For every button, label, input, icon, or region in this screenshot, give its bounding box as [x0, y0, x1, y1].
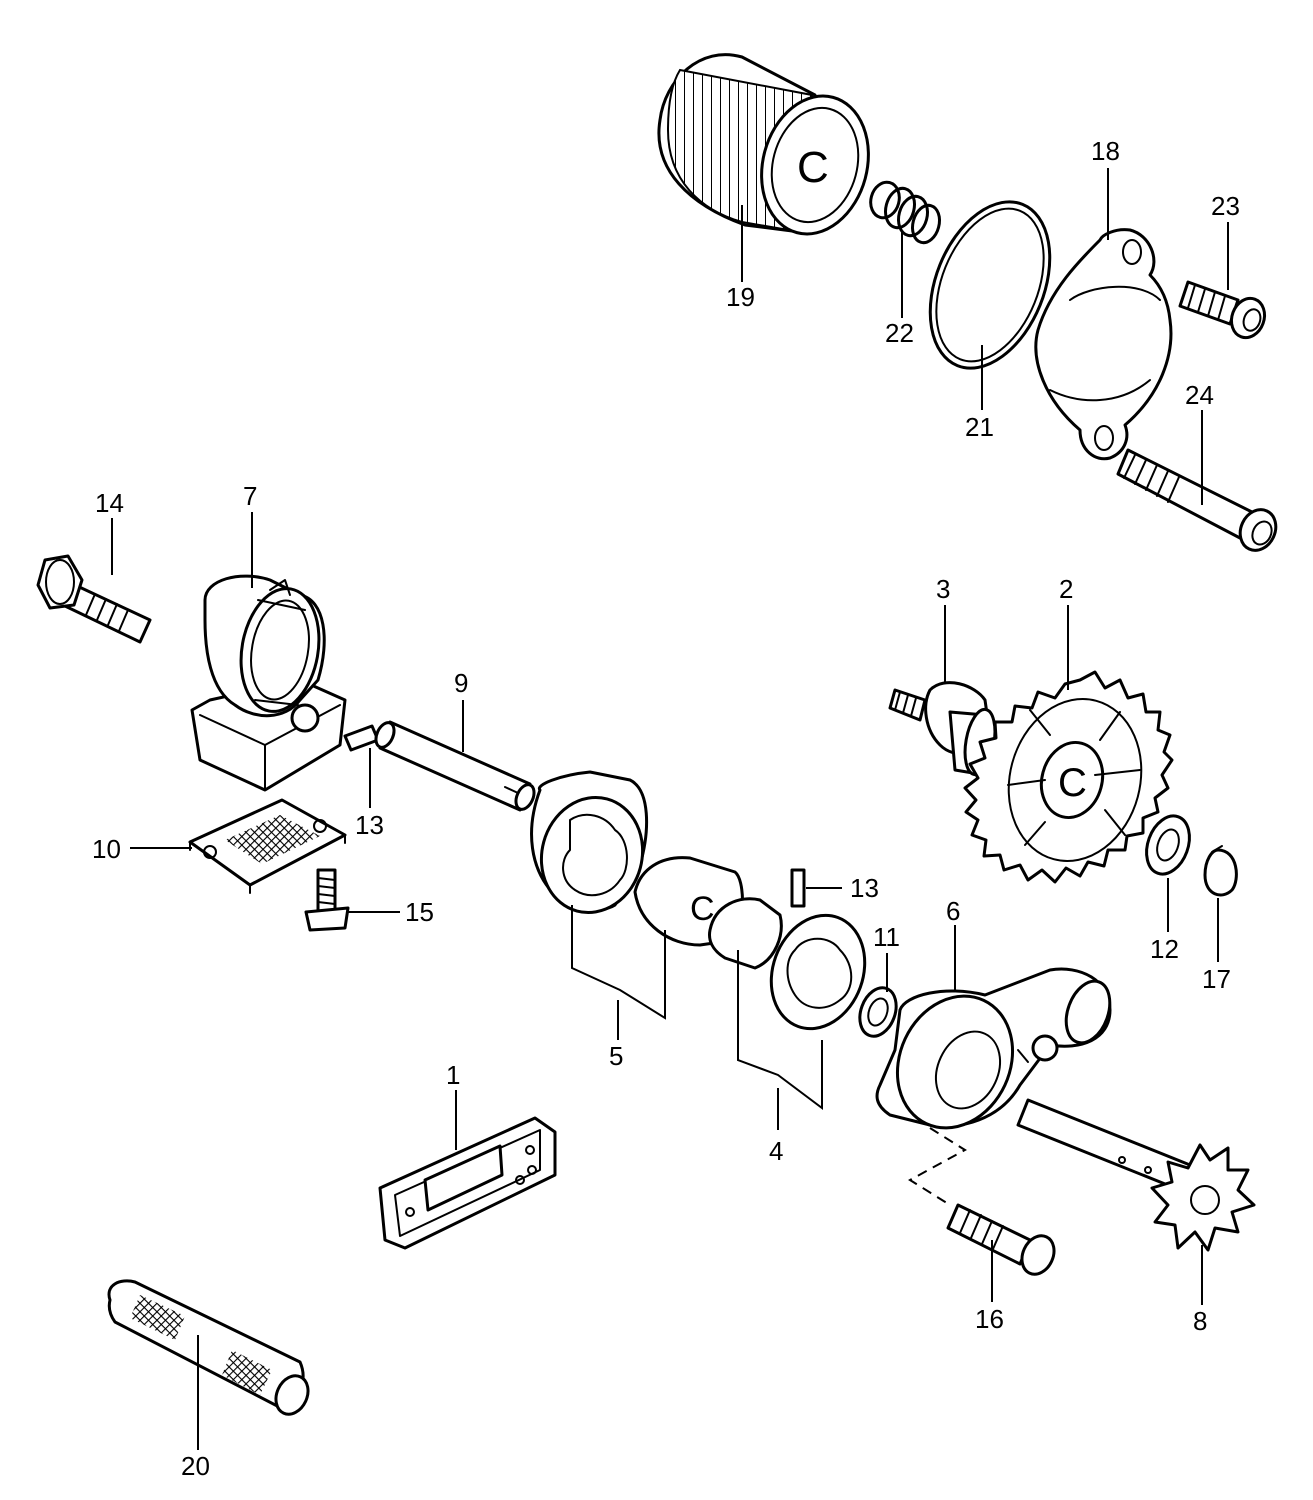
callout-21: 21 — [965, 412, 994, 442]
callout-7: 7 — [243, 481, 257, 511]
strainer-housing — [190, 574, 347, 792]
dowel-pin-right — [790, 868, 806, 908]
callout-11: 11 — [873, 922, 900, 952]
pump-rotor-set-4 — [708, 897, 867, 1031]
callout-24: 24 — [1185, 380, 1214, 410]
callout-15: 15 — [405, 897, 434, 927]
callout-2: 2 — [1059, 574, 1073, 604]
pump-drive-gear — [1016, 1098, 1256, 1252]
callout-22: 22 — [885, 318, 914, 348]
pump-shaft — [374, 720, 536, 812]
pump-body — [875, 967, 1112, 1130]
callout-13-right: 13 — [850, 873, 879, 903]
bracket-4 — [737, 950, 823, 1110]
callout-4: 4 — [769, 1136, 783, 1166]
filter-cover — [1034, 228, 1173, 461]
rotor-letter: C — [690, 890, 715, 928]
callout-19: 19 — [726, 282, 755, 312]
flange-bolt-15 — [304, 868, 350, 932]
flange-bolt-14 — [36, 554, 152, 644]
callout-6: 6 — [946, 896, 960, 926]
pump-driven-gear: C — [963, 670, 1174, 884]
gear-hub-letter: C — [1058, 761, 1087, 805]
cover-bolt-short — [1178, 280, 1267, 340]
callout-14: 14 — [95, 488, 124, 518]
callout-12: 12 — [1150, 934, 1179, 964]
washer-12 — [1145, 814, 1191, 876]
callout-13-left: 13 — [355, 810, 384, 840]
filter-face-letter: C — [797, 143, 829, 192]
callout-1: 1 — [446, 1060, 460, 1090]
callout-8: 8 — [1193, 1306, 1207, 1336]
callout-9: 9 — [454, 668, 468, 698]
cover-o-ring — [928, 200, 1052, 370]
oil-filter-element: C — [657, 53, 870, 236]
callout-10: 10 — [92, 834, 121, 864]
callout-23: 23 — [1211, 191, 1240, 221]
strainer-screen — [188, 798, 347, 894]
washer-11 — [858, 986, 898, 1038]
leader-lines — [111, 168, 1229, 1450]
callout-20: 20 — [181, 1451, 210, 1481]
callout-3: 3 — [936, 574, 950, 604]
dowel-pin-left — [343, 724, 380, 752]
filter-spring — [869, 180, 941, 245]
mesh-tube — [107, 1279, 310, 1416]
circlip-17 — [1203, 845, 1238, 897]
callout-5: 5 — [609, 1041, 623, 1071]
pump-bolt-16 — [946, 1203, 1056, 1276]
callout-17: 17 — [1202, 964, 1231, 994]
callout-16: 16 — [975, 1304, 1004, 1334]
pump-gasket — [378, 1116, 557, 1250]
bracket-5 — [571, 905, 666, 1020]
callout-18: 18 — [1091, 136, 1120, 166]
pump-rotor-set-5: C — [530, 770, 744, 947]
cover-bolt-long — [1116, 448, 1278, 552]
callouts: 1 2 3 4 5 6 7 8 9 10 11 12 13 13 14 15 1… — [92, 136, 1240, 1481]
bolt-alignment-line — [908, 1127, 967, 1206]
